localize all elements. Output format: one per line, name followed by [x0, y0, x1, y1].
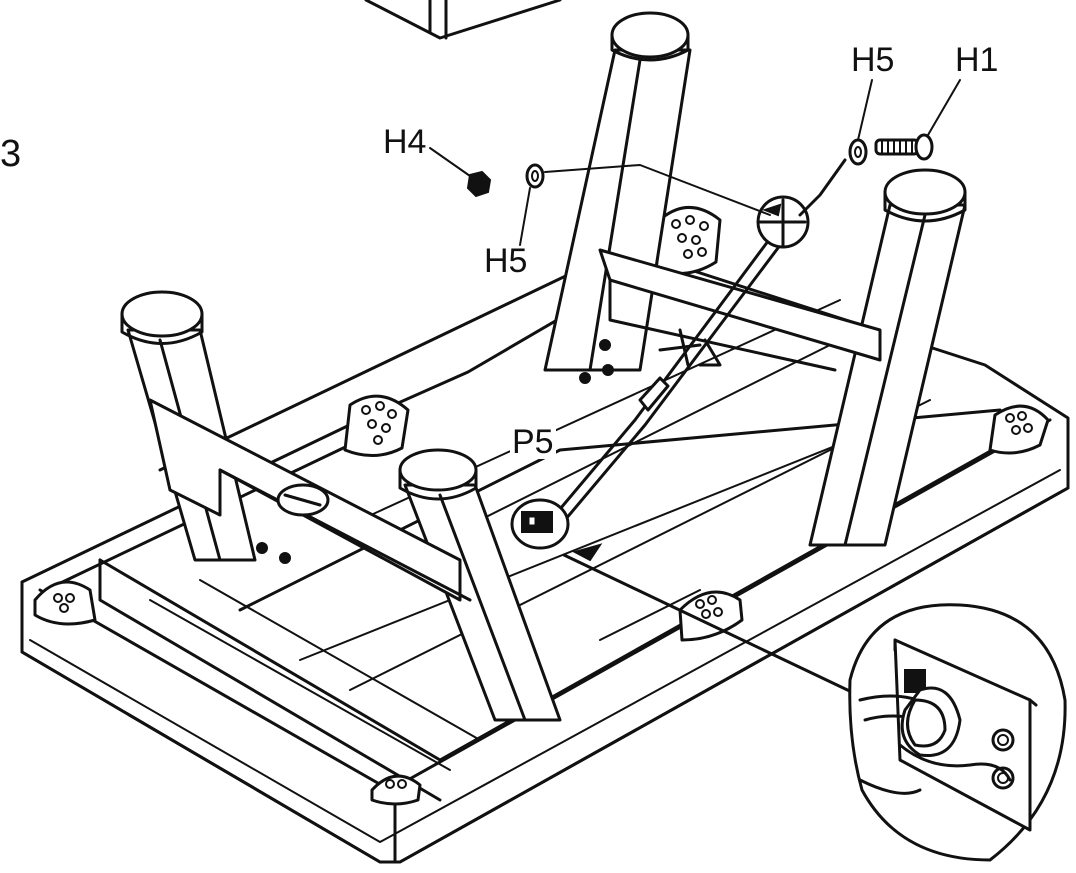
bracket-lower: [510, 498, 860, 697]
table-top-frame: [20, 248, 1070, 864]
apron-right: [579, 248, 882, 384]
bolt-h1: [874, 79, 961, 161]
detail-callout: [848, 603, 1067, 862]
felt-pad-middle: [678, 590, 744, 642]
label-h5-right: H5: [851, 41, 895, 79]
label-h1: H1: [955, 41, 999, 79]
leg-right: [808, 168, 967, 547]
previous-step-box: [364, 0, 562, 40]
nut-h4: [429, 147, 492, 198]
washer-h5-right: [848, 79, 873, 166]
felt-pad-back-right: [654, 206, 722, 276]
felt-pad-right: [988, 404, 1050, 455]
p5-cable-assembly: [553, 223, 792, 522]
label-h4: H4: [383, 123, 427, 161]
leg-front: [398, 448, 562, 722]
felt-pad-back-left: [343, 394, 410, 457]
washer-h5-left: [519, 163, 771, 246]
step-number: 3: [0, 133, 22, 175]
felt-pad-front-left: [33, 580, 97, 626]
felt-pad-front-center: [370, 774, 422, 806]
bracket-upper: [756, 158, 847, 249]
bracket-left: [276, 483, 330, 517]
label-h5-left: H5: [484, 242, 528, 280]
leg-back-center: [543, 11, 692, 372]
label-p5: P5: [510, 423, 556, 461]
